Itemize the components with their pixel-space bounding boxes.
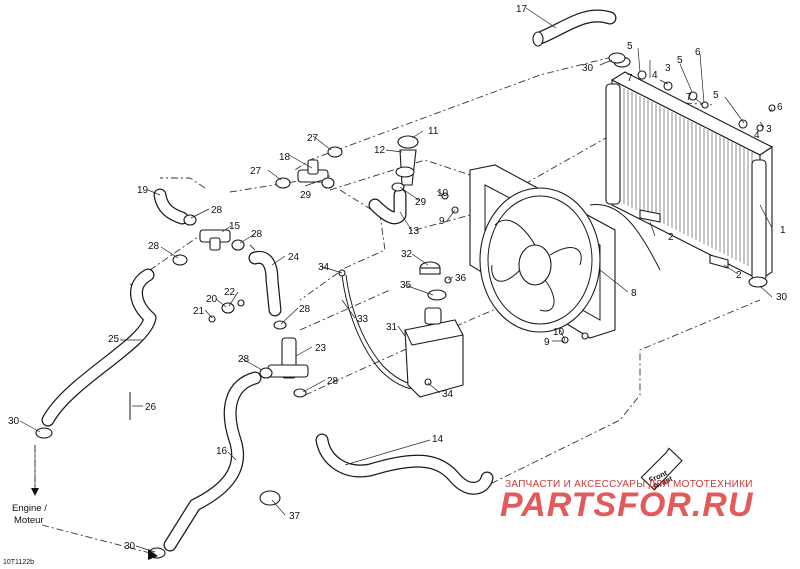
callout-28: 28 [251, 229, 263, 240]
callout-10: 10 [553, 327, 565, 338]
engine-label-line1: Engine / [12, 503, 47, 514]
callout-18: 18 [279, 152, 291, 163]
hose-13 [368, 188, 407, 225]
callout-23: 23 [315, 343, 327, 354]
callout-21: 21 [193, 306, 205, 317]
callout-36: 36 [455, 273, 467, 284]
callout-30: 30 [776, 292, 788, 303]
callout-13: 13 [408, 226, 420, 237]
callout-30: 30 [582, 63, 594, 74]
callout-37: 37 [289, 511, 301, 522]
callout-4: 4 [754, 130, 760, 141]
callout-19: 19 [137, 185, 149, 196]
callout-12: 12 [374, 145, 386, 156]
callout-33: 33 [357, 314, 369, 325]
callout-28: 28 [148, 241, 160, 252]
hose-clamps [35, 52, 626, 559]
callout-30: 30 [124, 541, 136, 552]
callout-32: 32 [401, 249, 413, 260]
callout-3: 3 [766, 124, 772, 135]
callout-1: 1 [780, 225, 786, 236]
callout-26: 26 [145, 402, 157, 413]
coolant-tank [404, 307, 464, 398]
callout-5: 5 [713, 90, 719, 101]
callout-numbers: 17 30 5 7 4 3 5 6 7 5 4 3 6 11 12 27 18 … [8, 4, 788, 552]
callout-25: 25 [108, 334, 120, 345]
callout-3: 3 [665, 63, 671, 74]
diagram-code: 10T1122b [3, 559, 34, 566]
watermark-tagline: ЗАПЧАСТИ И АКСЕССУАРЫ ДЛЯ МОТОТЕХНИКИ [505, 479, 753, 490]
callout-28: 28 [211, 205, 223, 216]
callout-4: 4 [652, 70, 658, 81]
callout-28: 28 [327, 376, 339, 387]
callout-6: 6 [695, 47, 701, 58]
callout-11: 11 [428, 126, 439, 137]
tank-cap [419, 261, 441, 275]
callout-7: 7 [627, 73, 633, 84]
callout-10: 10 [437, 188, 449, 199]
hose-14 [315, 433, 494, 495]
callout-20: 20 [206, 294, 218, 305]
engine-label: Engine / Moteur [12, 503, 47, 526]
callout-6: 6 [777, 102, 783, 113]
callout-14: 14 [432, 434, 444, 445]
callout-27: 27 [250, 166, 262, 177]
callout-2: 2 [668, 232, 674, 243]
leader-lines [19, 7, 773, 560]
engine-label-line2: Moteur [14, 515, 44, 526]
callout-5: 5 [627, 41, 633, 52]
callout-9: 9 [544, 337, 550, 348]
callout-17: 17 [516, 4, 528, 15]
radiator-fins [619, 86, 753, 268]
callout-29: 29 [300, 190, 312, 201]
callout-28: 28 [299, 304, 311, 315]
hose-24 [248, 250, 282, 317]
callout-31: 31 [386, 322, 398, 333]
callout-2: 2 [736, 270, 742, 281]
hose-16 [163, 371, 262, 552]
fan-shroud [469, 164, 661, 339]
callout-28: 28 [238, 354, 250, 365]
callout-24: 24 [288, 252, 300, 263]
t-fitting-15 [199, 229, 231, 251]
hose-17 [532, 9, 617, 47]
hose-19 [153, 188, 189, 225]
callout-27: 27 [307, 133, 319, 144]
t-fitting-18 [297, 159, 329, 183]
callout-15: 15 [229, 221, 241, 232]
callout-34: 34 [318, 262, 330, 273]
radiator-filler [395, 135, 419, 186]
callout-16: 16 [216, 446, 228, 457]
watermark-logo: PARTSFOR.RU [500, 486, 754, 524]
hose-25 [41, 268, 157, 427]
t-fitting-23 [267, 337, 309, 379]
callout-29: 29 [415, 197, 427, 208]
radiator [605, 56, 774, 288]
callout-7: 7 [686, 92, 692, 103]
callout-30: 30 [8, 416, 20, 427]
callout-8: 8 [631, 288, 637, 299]
callout-35: 35 [400, 280, 412, 291]
callout-22: 22 [224, 287, 236, 298]
callout-5: 5 [677, 55, 683, 66]
watermark: ЗАПЧАСТИ И АКСЕССУАРЫ ДЛЯ МОТОТЕХНИКИ PA… [500, 479, 754, 524]
callout-9: 9 [439, 216, 445, 227]
callout-34: 34 [442, 389, 454, 400]
